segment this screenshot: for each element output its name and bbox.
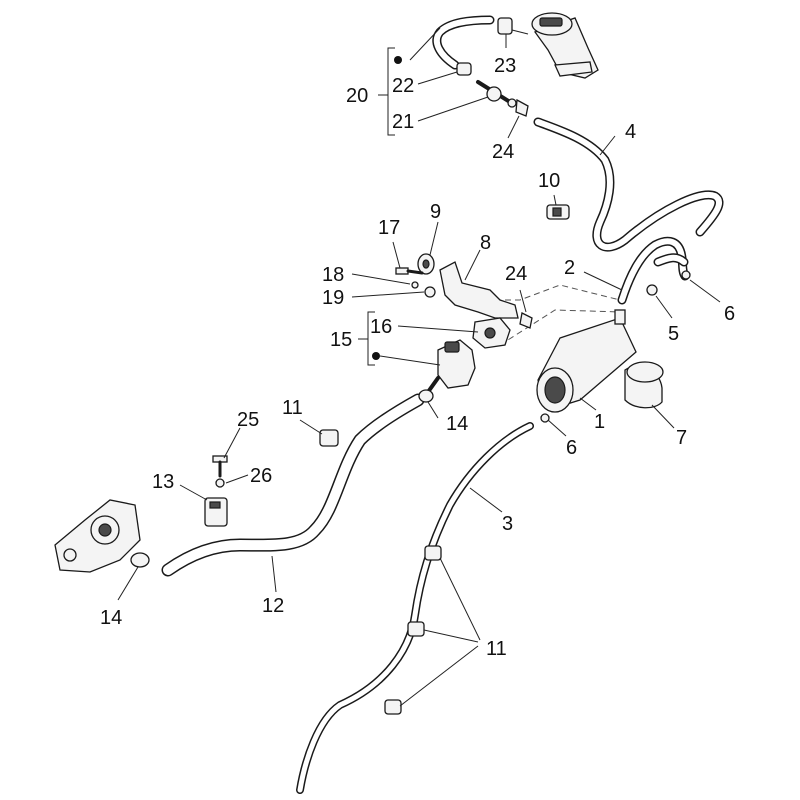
clip-10 bbox=[546, 204, 570, 220]
callout-18: 18 bbox=[322, 264, 344, 286]
rubber-mount-16 bbox=[472, 317, 511, 349]
callout-13: 13 bbox=[152, 471, 174, 493]
clip-6-lower bbox=[540, 413, 550, 423]
washer-26 bbox=[215, 478, 225, 488]
clip-6-upper bbox=[681, 270, 691, 280]
callout-1: 1 bbox=[594, 411, 605, 433]
clip-11-b bbox=[407, 621, 425, 637]
clamp-22 bbox=[456, 62, 472, 76]
callout-6-upper: 6 bbox=[724, 303, 735, 325]
clip-24-top bbox=[515, 98, 529, 117]
callout-8: 8 bbox=[480, 232, 491, 254]
callout-labels: 20 22 21 23 24 4 10 9 17 8 18 19 24 2 5 … bbox=[100, 55, 735, 660]
callout-11-upper: 11 bbox=[282, 397, 303, 419]
callout-16: 16 bbox=[370, 316, 392, 338]
clip-11-c bbox=[384, 699, 402, 715]
callout-22: 22 bbox=[392, 75, 414, 97]
callout-4: 4 bbox=[625, 121, 636, 143]
hose-3 bbox=[296, 422, 534, 794]
bolt-25 bbox=[212, 455, 228, 478]
callout-24-mid: 24 bbox=[505, 263, 527, 285]
callout-15: 15 bbox=[330, 329, 352, 351]
callout-12: 12 bbox=[262, 595, 284, 617]
canister-strap-7 bbox=[624, 361, 664, 409]
callout-6-lower: 6 bbox=[566, 437, 577, 459]
hose-12 bbox=[161, 393, 425, 577]
fitting-23 bbox=[497, 17, 529, 35]
bolt-17 bbox=[395, 267, 424, 275]
bracket-13 bbox=[204, 497, 228, 527]
group-15-dot bbox=[372, 352, 380, 360]
clip-11-upper bbox=[319, 429, 339, 447]
callout-20: 20 bbox=[346, 85, 368, 107]
clamp-14-upper bbox=[418, 389, 434, 403]
grommet-9 bbox=[417, 253, 435, 275]
callout-14-upper: 14 bbox=[446, 413, 468, 435]
leader-lines bbox=[117, 27, 721, 707]
callout-5: 5 bbox=[668, 323, 679, 345]
callout-21: 21 bbox=[392, 111, 414, 133]
callout-14-lower: 14 bbox=[100, 607, 122, 629]
callout-17: 17 bbox=[378, 217, 400, 239]
clip-11-a bbox=[424, 545, 442, 561]
callout-3: 3 bbox=[502, 513, 513, 535]
washer-18 bbox=[411, 281, 419, 289]
callout-2: 2 bbox=[564, 257, 575, 279]
hose-4 bbox=[533, 117, 724, 252]
callout-7: 7 bbox=[676, 427, 687, 449]
fuel-filler-cap bbox=[531, 12, 599, 79]
callout-25: 25 bbox=[237, 409, 259, 431]
bracket-8 bbox=[439, 261, 519, 319]
callout-23: 23 bbox=[494, 55, 516, 77]
callout-19: 19 bbox=[322, 287, 344, 309]
washer-19 bbox=[424, 286, 436, 298]
clamp-14-lower bbox=[130, 552, 150, 568]
callout-24-top: 24 bbox=[492, 141, 514, 163]
callout-9: 9 bbox=[430, 201, 441, 223]
hose-20 bbox=[432, 15, 495, 70]
throttle-body bbox=[54, 499, 141, 573]
clip-5 bbox=[646, 284, 658, 296]
group-20-dot bbox=[394, 56, 402, 64]
carbon-canister-1 bbox=[536, 309, 637, 413]
callout-26: 26 bbox=[250, 465, 272, 487]
purge-valve-15 bbox=[426, 339, 476, 394]
callout-11-lower: 11 bbox=[486, 638, 507, 660]
callout-10: 10 bbox=[538, 170, 560, 192]
clip-24-mid bbox=[519, 312, 533, 329]
valve-21 bbox=[476, 80, 517, 108]
hose-2 bbox=[617, 236, 690, 305]
